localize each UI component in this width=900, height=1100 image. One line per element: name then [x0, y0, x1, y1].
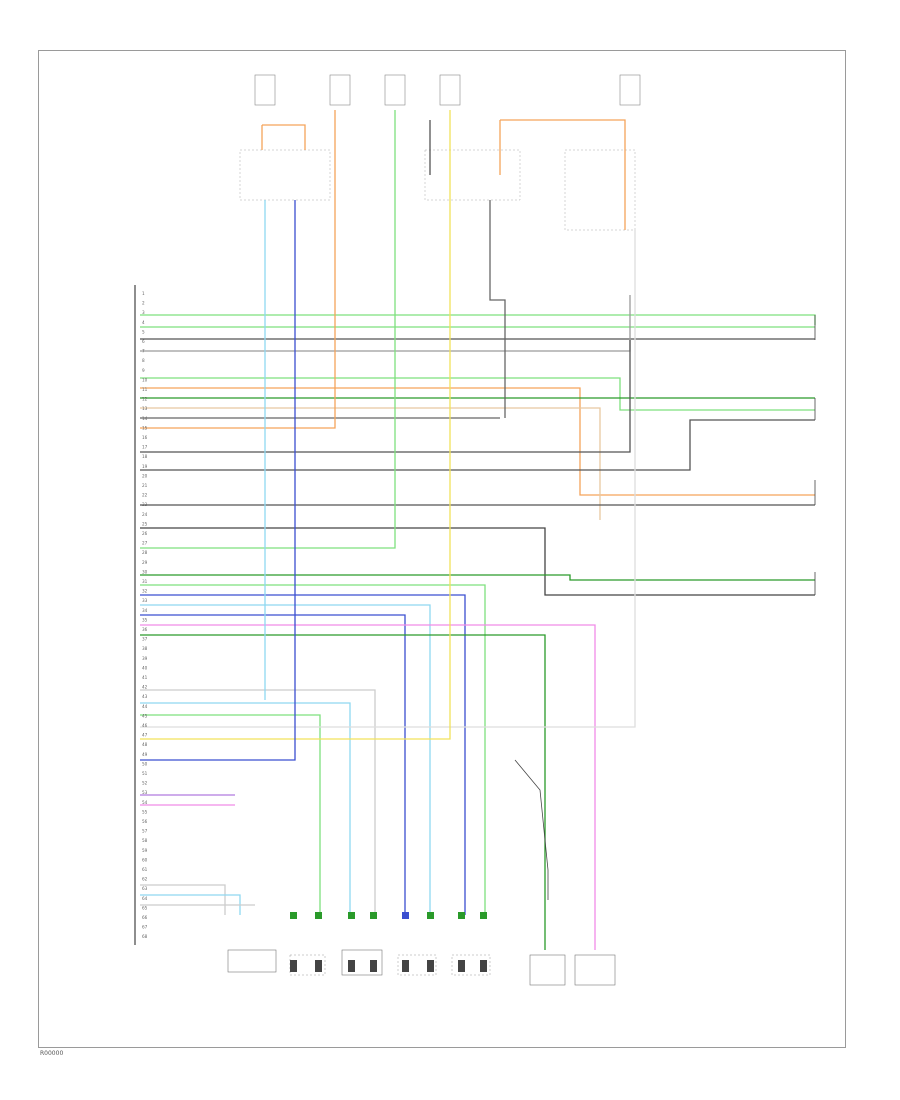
module-pin-label: 17	[142, 445, 148, 450]
module-pin-label: 55	[142, 809, 148, 814]
module-pin-label: 5	[142, 329, 145, 334]
module-pin-label: 26	[142, 531, 148, 536]
module-pin-label: 28	[142, 550, 148, 555]
module-pin-label: 34	[142, 608, 148, 613]
module-pin-label: 2	[142, 301, 145, 306]
module-pin-label: 20	[142, 473, 148, 478]
module-pin-label: 65	[142, 905, 148, 910]
module-pin-label: 14	[142, 416, 148, 421]
module-pin-label: 49	[142, 752, 148, 757]
module-pin-label: 6	[142, 339, 145, 344]
module-pin-label: 45	[142, 713, 148, 718]
module-pin-label: 12	[142, 397, 148, 402]
module-pin-label: 44	[142, 704, 148, 709]
module-pin-label: 31	[142, 579, 148, 584]
module-pin-label: 33	[142, 598, 148, 603]
module-pin-label: 67	[142, 925, 148, 930]
module-pin-label: 60	[142, 857, 148, 862]
module-pin-label: 59	[142, 848, 148, 853]
module-pin-label: 4	[142, 320, 145, 325]
module-pin-label: 30	[142, 569, 148, 574]
module-pin-labels: 1234567891011121314151617181920212223242…	[142, 291, 148, 939]
power-distribution-top	[239, 74, 641, 231]
module-pin-label: 18	[142, 454, 148, 459]
module-pin-label: 7	[142, 349, 145, 354]
module-pin-label: 1	[142, 291, 145, 296]
module-pin-label: 47	[142, 733, 148, 738]
module-pin-label: 61	[142, 867, 148, 872]
module-pin-label: 13	[142, 406, 148, 411]
module-pin-label: 36	[142, 627, 148, 632]
module-pin-label: 37	[142, 637, 148, 642]
module-pin-label: 35	[142, 617, 148, 622]
module-pin-label: 32	[142, 589, 148, 594]
module-pin-label: 21	[142, 483, 148, 488]
module-pin-label: 24	[142, 512, 148, 517]
module-pin-label: 56	[142, 819, 148, 824]
diagram-reference-code: R00000	[40, 1050, 64, 1057]
module-pin-label: 9	[142, 368, 145, 373]
module-pin-label: 62	[142, 877, 148, 882]
module-pin-label: 43	[142, 694, 148, 699]
module-pin-label: 25	[142, 521, 148, 526]
module-pin-label: 22	[142, 493, 148, 498]
module-pin-label: 53	[142, 790, 148, 795]
module-pin-label: 46	[142, 723, 148, 728]
module-pin-label: 66	[142, 915, 148, 920]
module-pin-label: 15	[142, 425, 148, 430]
module-pin-label: 19	[142, 464, 148, 469]
module-pin-label: 40	[142, 665, 148, 670]
module-pin-label: 64	[142, 896, 148, 901]
module-pin-label: 39	[142, 656, 148, 661]
module-pin-label: 50	[142, 761, 148, 766]
module-pin-label: 23	[142, 502, 148, 507]
module-pin-label: 29	[142, 560, 148, 565]
module-pin-label: 11	[142, 387, 148, 392]
module-pin-label: 3	[142, 310, 145, 315]
module-pin-label: 48	[142, 742, 148, 747]
module-pin-label: 16	[142, 435, 148, 440]
module-pin-label: 52	[142, 781, 148, 786]
module-pin-label: 58	[142, 838, 148, 843]
module-pin-label: 10	[142, 377, 148, 382]
wires	[140, 110, 816, 950]
module-pin-label: 51	[142, 771, 148, 776]
module-pin-label: 68	[142, 934, 148, 939]
module-pin-label: 8	[142, 358, 145, 363]
module-pin-label: 54	[142, 800, 148, 805]
module-pin-label: 27	[142, 541, 148, 546]
module-pin-label: 41	[142, 675, 148, 680]
module-pin-label: 42	[142, 685, 148, 690]
module-pin-label: 38	[142, 646, 148, 651]
diagram-border	[38, 50, 846, 1048]
bottom-components	[227, 759, 616, 986]
module-pin-label: 57	[142, 829, 148, 834]
module-pin-label: 63	[142, 886, 148, 891]
